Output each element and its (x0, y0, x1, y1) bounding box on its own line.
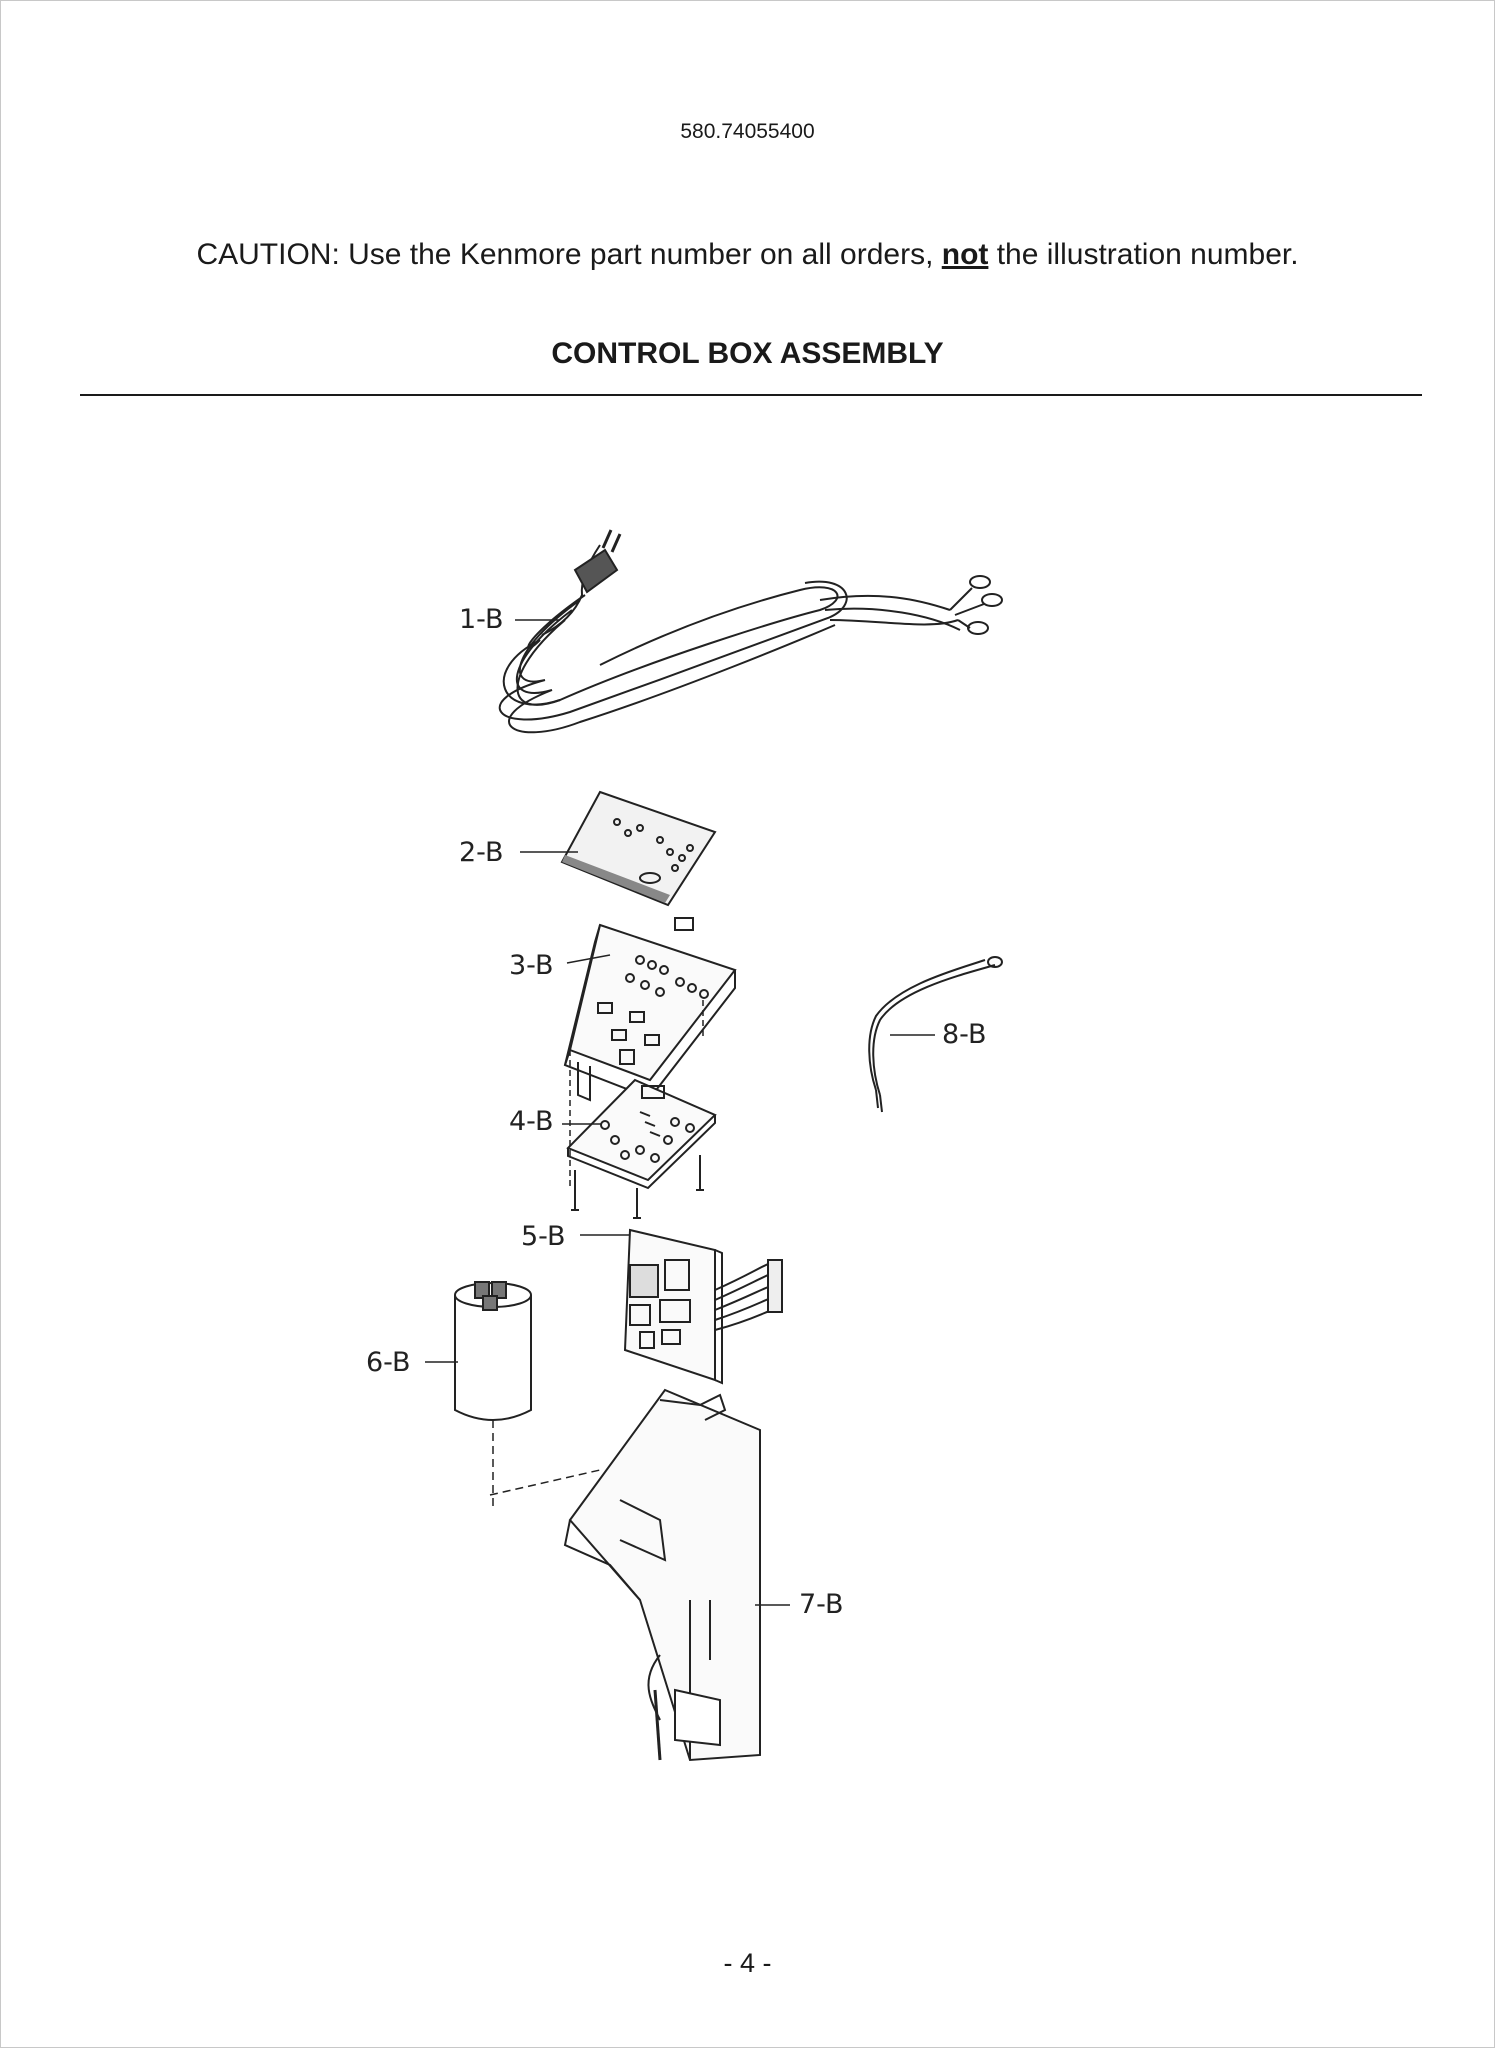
page-number: - 4 - (723, 1948, 772, 1978)
title-rule (80, 394, 1422, 396)
power-cord-illustration (498, 529, 1003, 734)
caution-suffix: the illustration number. (988, 238, 1299, 271)
membrane-panel-illustration (560, 790, 717, 907)
callout-1b: 1-B (459, 604, 504, 635)
section-title: CONTROL BOX ASSEMBLY (551, 337, 944, 370)
main-board-illustration (623, 1228, 783, 1385)
caution-note: CAUTION: Use the Kenmore part number on … (0, 238, 1495, 272)
sensor-wire-illustration (868, 956, 1003, 1113)
callout-4b: 4-B (509, 1106, 554, 1137)
display-board-illustration (566, 1078, 717, 1219)
control-box-housing-illustration (489, 1388, 761, 1762)
callout-5b: 5-B (521, 1221, 566, 1252)
callout-8b: 8-B (942, 1019, 987, 1050)
leader-3b (566, 954, 611, 964)
model-number: 580.74055400 (680, 120, 815, 143)
caution-prefix: CAUTION: Use the Kenmore part number on … (196, 238, 942, 271)
callout-3b: 3-B (509, 950, 554, 981)
callout-2b: 2-B (459, 837, 504, 868)
caution-emphasis: not (941, 238, 989, 271)
callout-6b: 6-B (366, 1347, 411, 1378)
callout-7b: 7-B (799, 1589, 844, 1620)
callout-leaders (425, 619, 935, 1606)
capacitor-illustration (454, 1281, 532, 1510)
